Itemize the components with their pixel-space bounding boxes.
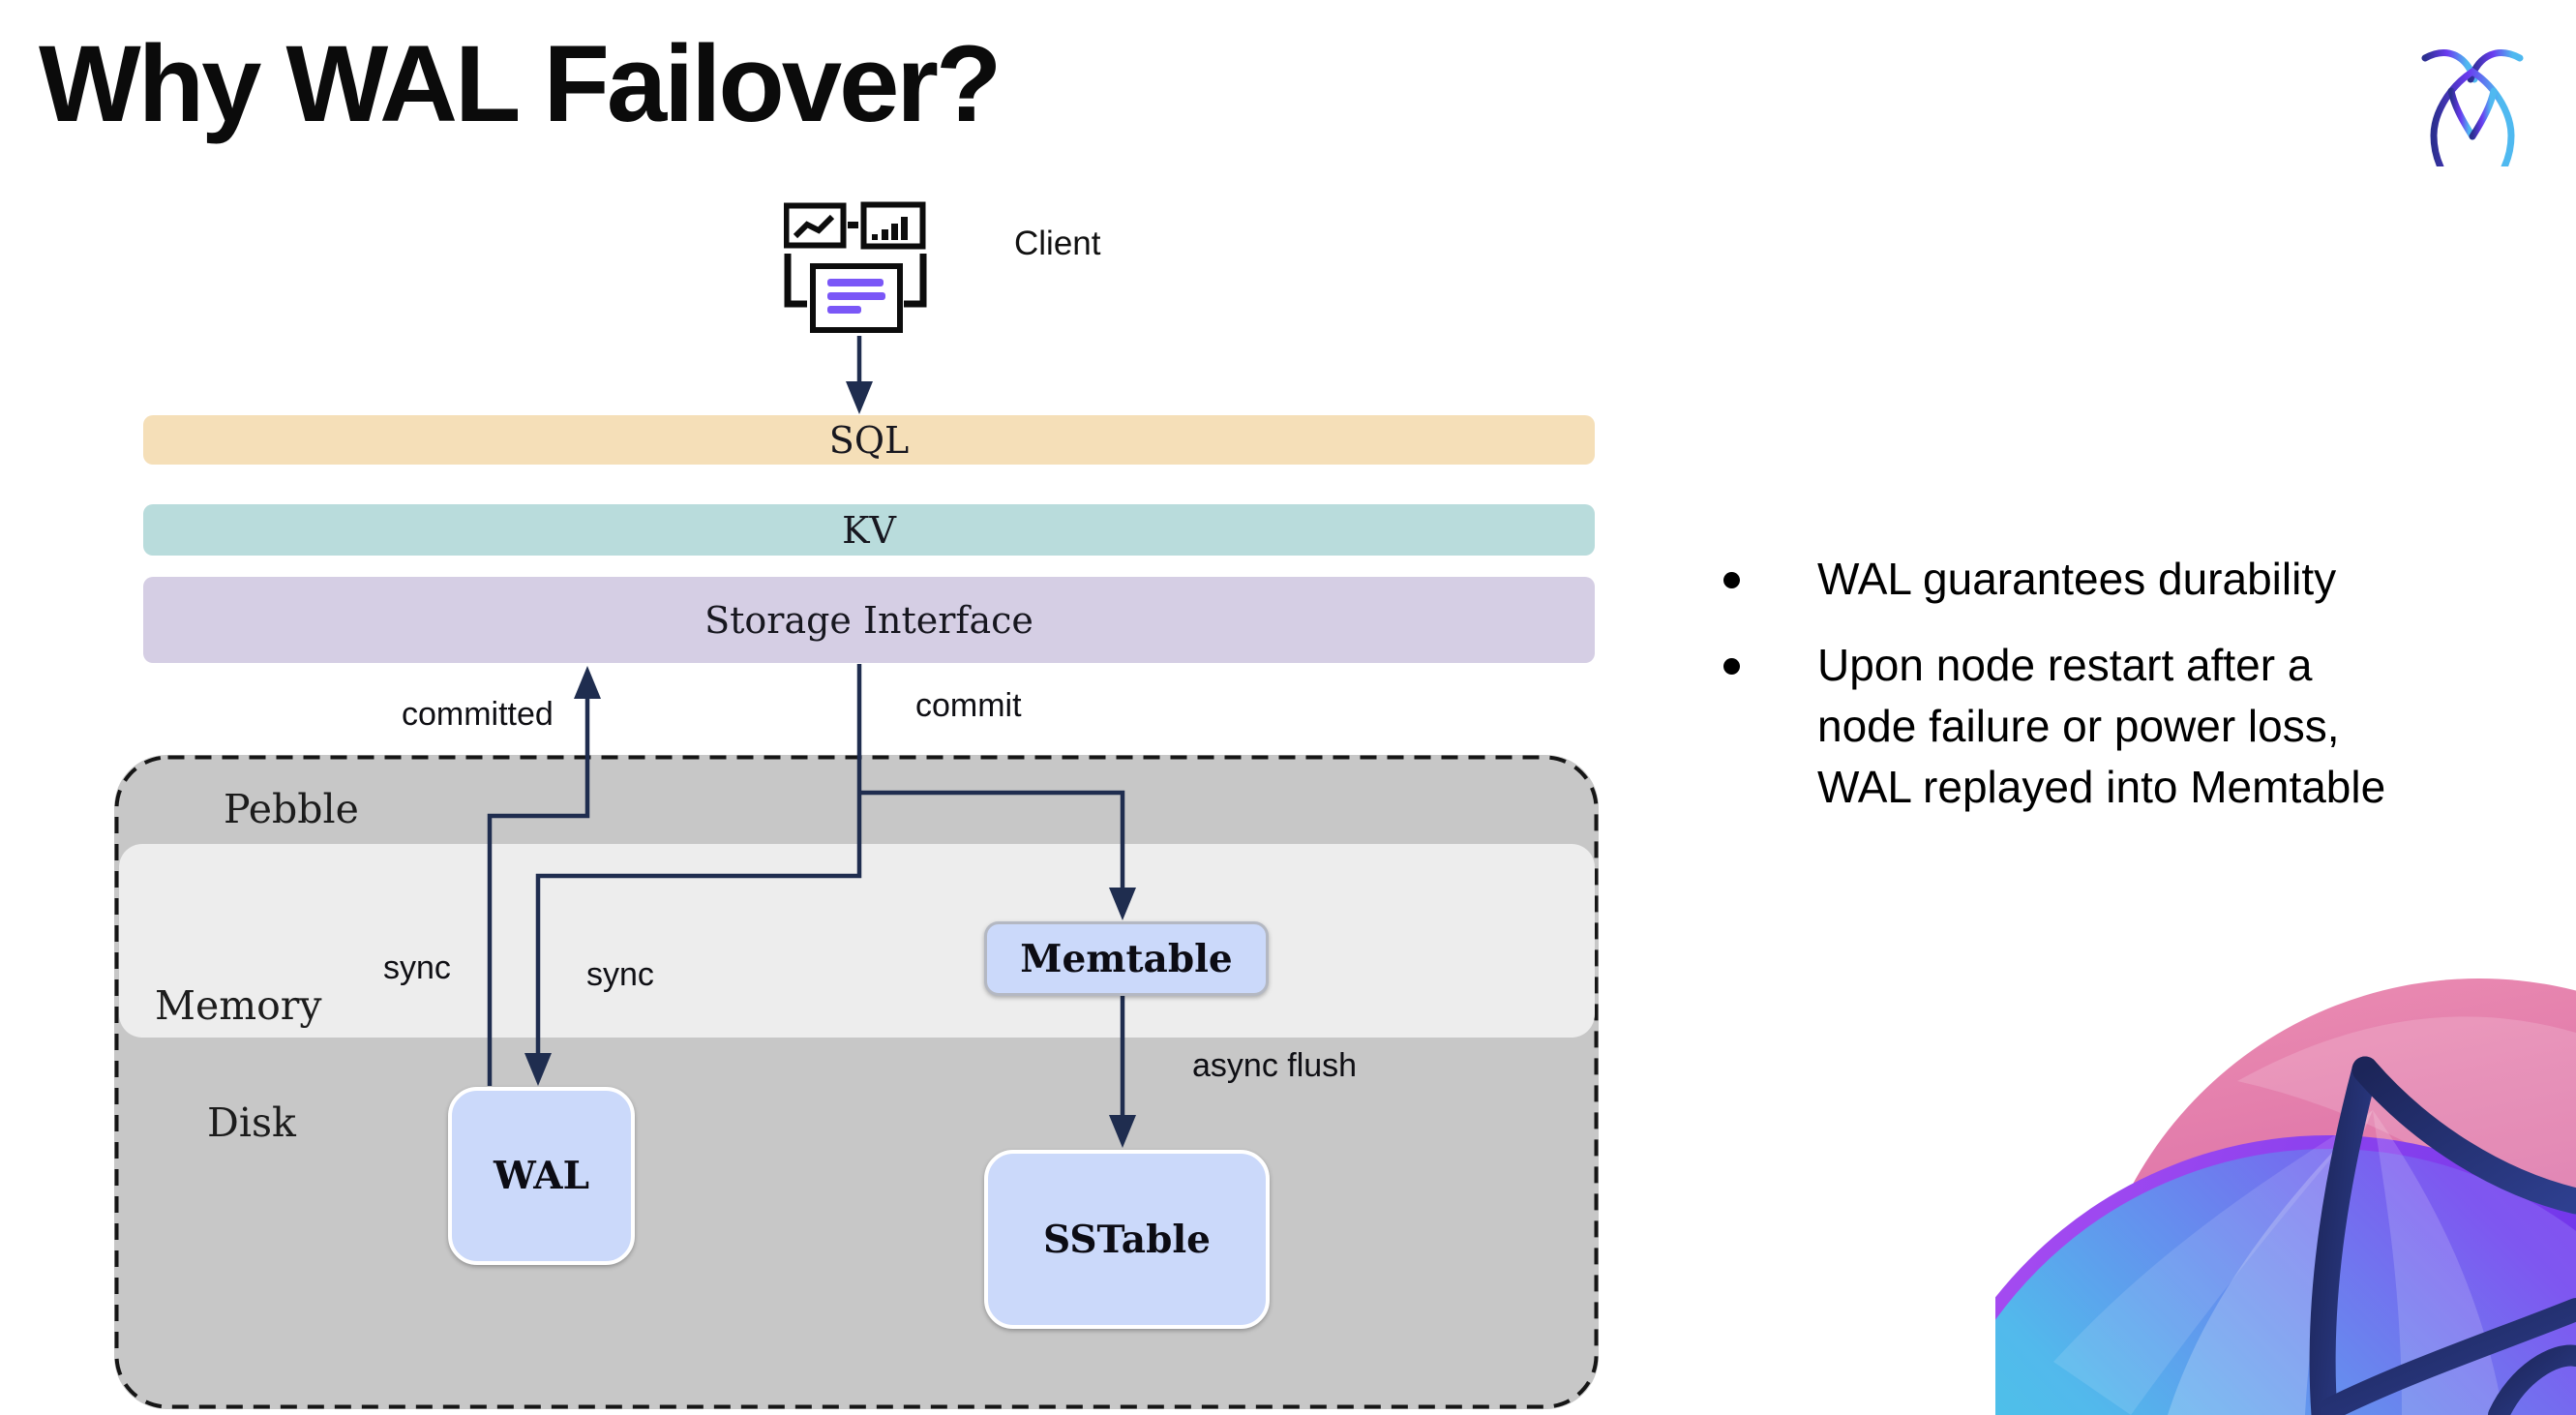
bullet-item-1: WAL guarantees durability xyxy=(1723,549,2575,610)
memtable-box: Memtable xyxy=(984,921,1269,996)
pebble-label: Pebble xyxy=(224,786,359,832)
wal-box: WAL xyxy=(448,1087,635,1265)
bracket-right xyxy=(904,254,927,308)
disk-label: Disk xyxy=(207,1099,296,1146)
arrowhead-committed xyxy=(574,666,601,699)
sstable-box: SSTable xyxy=(984,1150,1270,1329)
layer-storage-interface: Storage Interface xyxy=(143,577,1595,663)
bullet-2-line-2: node failure or power loss, xyxy=(1817,701,2340,751)
layer-sql-label: SQL xyxy=(828,418,910,462)
brand-corner-art xyxy=(1995,978,2576,1415)
client-workstation-icon xyxy=(783,199,927,335)
cockroachdb-logo-icon xyxy=(2421,49,2524,166)
page-title: Why WAL Failover? xyxy=(39,23,1002,144)
dash-glyph xyxy=(848,222,858,228)
sync-right-label: sync xyxy=(586,956,654,993)
committed-label: committed xyxy=(402,696,554,733)
bracket-left xyxy=(784,254,807,308)
commit-label: commit xyxy=(915,687,1022,724)
layer-kv: KV xyxy=(143,504,1595,556)
memory-label: Memory xyxy=(155,982,322,1029)
memory-band xyxy=(119,844,1595,1038)
sstable-label: SSTable xyxy=(1043,1217,1211,1262)
line-chart-icon xyxy=(783,202,847,249)
async-flush-label: async flush xyxy=(1192,1047,1358,1084)
bullet-2-line-3: WAL replayed into Memtable xyxy=(1817,762,2386,812)
bullet-dot-icon xyxy=(1723,572,1740,588)
wal-label: WAL xyxy=(494,1154,589,1198)
memtable-label: Memtable xyxy=(1020,936,1233,981)
bullet-dot-icon xyxy=(1723,658,1740,675)
layer-kv-label: KV xyxy=(842,508,896,552)
layer-storage-label: Storage Interface xyxy=(704,598,1033,642)
layer-sql: SQL xyxy=(143,415,1595,465)
bullet-item-2: Upon node restart after a node failure o… xyxy=(1723,635,2575,818)
bullet-2-line-1: Upon node restart after a xyxy=(1817,640,2313,690)
bullet-2-text: Upon node restart after a node failure o… xyxy=(1817,635,2385,818)
sync-left-label: sync xyxy=(383,949,451,986)
bullet-1-line-1: WAL guarantees durability xyxy=(1817,554,2337,604)
arrowhead-client xyxy=(846,381,873,414)
bullet-1-text: WAL guarantees durability xyxy=(1817,549,2336,610)
bullet-list: WAL guarantees durability Upon node rest… xyxy=(1723,549,2575,843)
client-label: Client xyxy=(1014,225,1101,262)
